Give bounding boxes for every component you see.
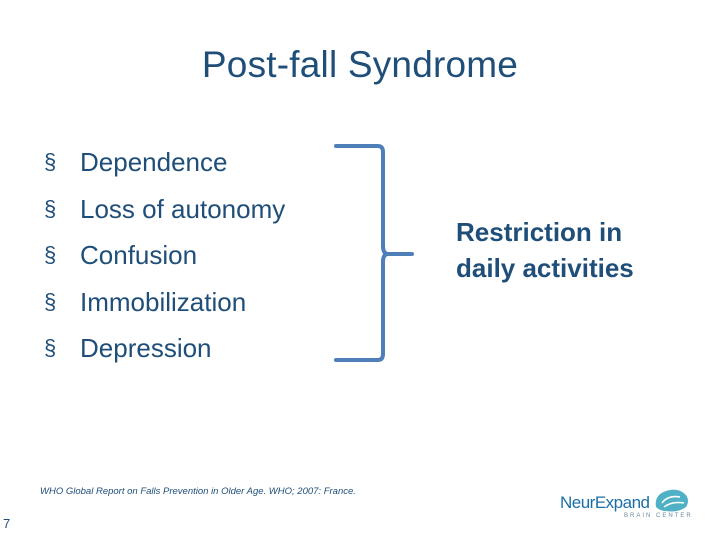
right-bracket-arrow — [334, 144, 414, 362]
outcome-line-2: daily activities — [456, 253, 634, 283]
bullet-marker: § — [44, 242, 57, 267]
bullet-marker: § — [44, 195, 57, 221]
bullet-text: Dependence — [80, 147, 228, 177]
bullet-text: Confusion — [80, 240, 198, 270]
bullet-marker: § — [44, 149, 57, 174]
page-number: 7 — [3, 516, 11, 531]
logo-tagline: BRAIN CENTER — [624, 513, 693, 519]
slide-title: Post-fall Syndrome — [201, 44, 519, 85]
bullet-marker: § — [44, 335, 57, 360]
logo-name: NeurExpand — [560, 493, 650, 512]
bullet-marker: § — [44, 288, 57, 314]
brain-icon — [655, 489, 688, 512]
neurexpand-logo: NeurExpand BRAIN CENTER — [556, 483, 706, 523]
reference-citation: WHO Global Report on Falls Prevention in… — [40, 486, 356, 497]
bullet-text: Loss of autonomy — [80, 193, 286, 224]
outcome-line-1: Restriction in — [456, 217, 623, 247]
bullet-text: Depression — [80, 333, 212, 363]
outcome-text: Restriction in daily activities — [456, 214, 696, 286]
bullet-text: Immobilization — [80, 286, 247, 317]
